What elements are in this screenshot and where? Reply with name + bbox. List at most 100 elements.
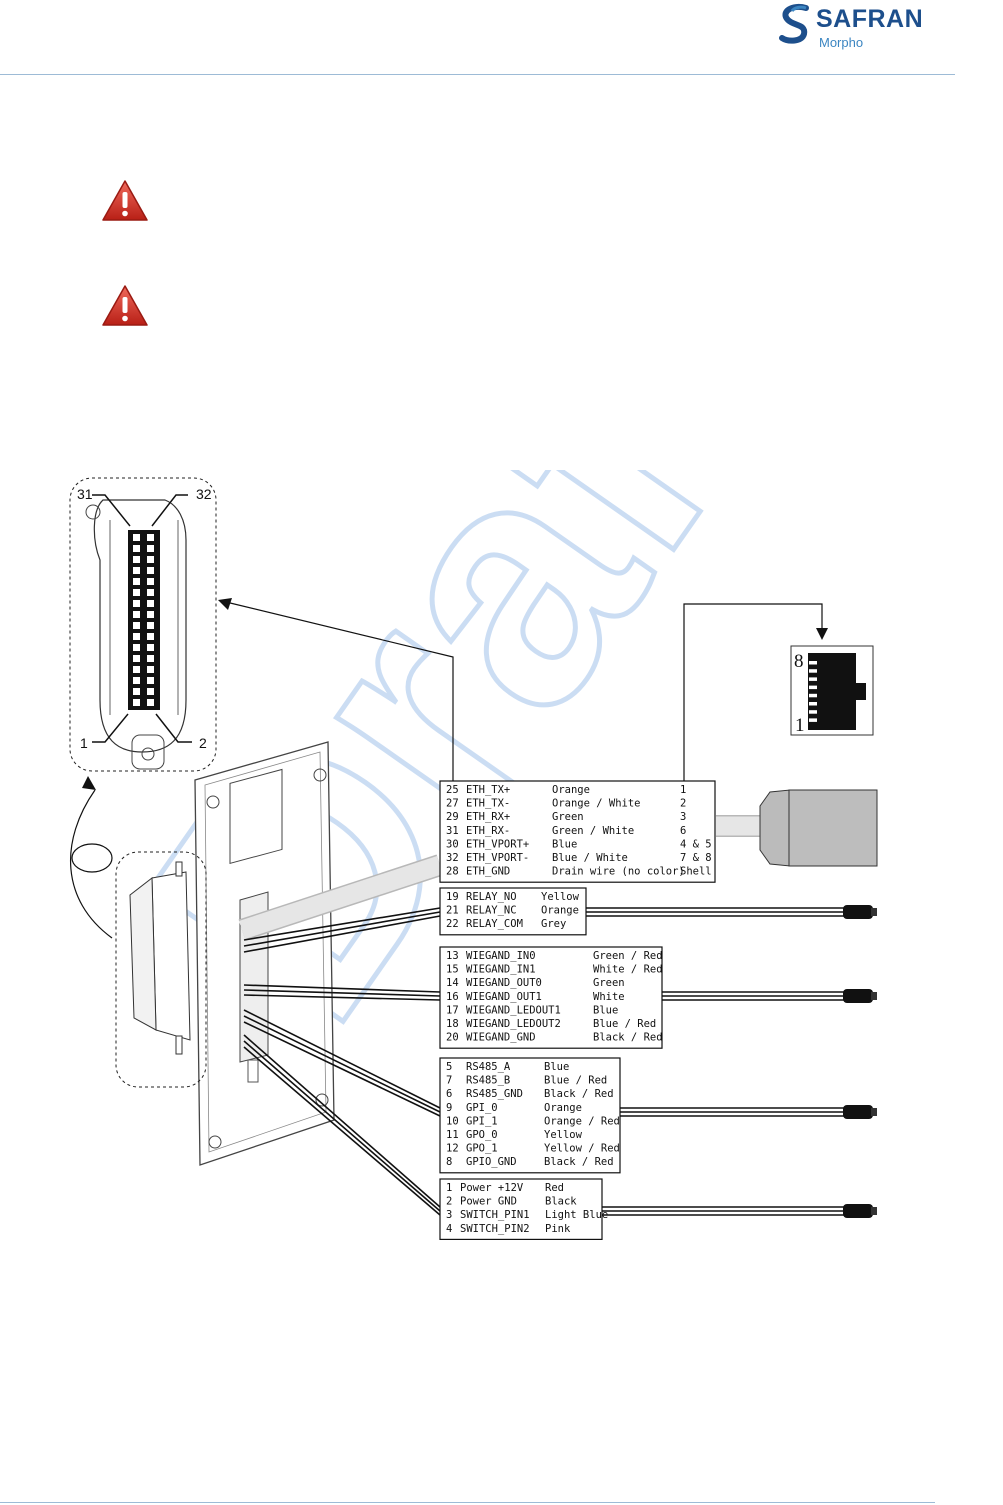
pin-table-cell: Power +12V bbox=[460, 1182, 524, 1194]
connector-pin-grid bbox=[133, 534, 154, 706]
pin-table-cell: 20 bbox=[446, 1032, 459, 1044]
pin-table-cell: Black / Red bbox=[593, 1032, 663, 1044]
connector-pin bbox=[147, 567, 154, 574]
pin-table-cell: Orange / White bbox=[552, 798, 641, 810]
pin-table-cell: 31 bbox=[446, 825, 459, 837]
pin-table-cell: GPI_0 bbox=[466, 1102, 498, 1114]
pin-table-cell: Blue bbox=[593, 1004, 618, 1016]
pin-table-cell: 15 bbox=[446, 964, 459, 976]
pin-label-2: 2 bbox=[199, 735, 207, 751]
pin-table-cell: 12 bbox=[446, 1143, 459, 1155]
connector-pin bbox=[133, 688, 140, 695]
pin-table-cell: RS485_A bbox=[466, 1061, 511, 1073]
pin-table-cell: Yellow / Red bbox=[544, 1143, 620, 1155]
connector-pin bbox=[133, 534, 140, 541]
pin-table-cell: 28 bbox=[446, 866, 459, 878]
pin-table-cell: Orange bbox=[544, 1102, 582, 1114]
pin-table-cell: Blue / Red bbox=[593, 1018, 656, 1030]
pin-table-cell: 19 bbox=[446, 891, 459, 903]
connector-pin bbox=[133, 545, 140, 552]
pin-table-cell: 10 bbox=[446, 1115, 459, 1127]
wiring-diagram: Draft 31 32 1 2 bbox=[69, 470, 878, 1241]
pin-table-cell: SWITCH_PIN1 bbox=[460, 1209, 530, 1221]
connector-pin bbox=[147, 644, 154, 651]
pin-table-cell: 32 bbox=[446, 852, 459, 864]
connector-pin bbox=[147, 666, 154, 673]
pin-table-cell: 4 bbox=[446, 1223, 452, 1235]
pin-table-cell: 3 bbox=[446, 1209, 452, 1221]
pin-table-cell: 21 bbox=[446, 905, 459, 917]
pin-table-cell: Yellow bbox=[544, 1129, 583, 1141]
rj45-contact bbox=[809, 702, 817, 706]
connector-pin bbox=[147, 600, 154, 607]
pin-table-cell: 9 bbox=[446, 1102, 452, 1114]
pin-table-cell: 1 bbox=[446, 1182, 452, 1194]
pin-table-cell: Blue / Red bbox=[544, 1075, 607, 1087]
pin-table-cell: White / Red bbox=[593, 964, 663, 976]
pin-table-cell: ETH_VPORT+ bbox=[466, 838, 529, 850]
rj45-contact bbox=[809, 693, 817, 698]
pin-table-cell: 18 bbox=[446, 1018, 459, 1030]
safran-swoosh-icon bbox=[779, 4, 809, 44]
connector-pin bbox=[133, 600, 140, 607]
pin-table-cell: GPIO_GND bbox=[466, 1156, 517, 1168]
connector-pin bbox=[133, 633, 140, 640]
rj45-contact bbox=[809, 685, 817, 690]
cable-plugs bbox=[843, 905, 877, 1218]
pin-table-cell: RELAY_NC bbox=[466, 905, 517, 917]
connector-pin bbox=[147, 556, 154, 563]
pin-table-cell: 14 bbox=[446, 977, 459, 989]
pin-table-cell: 7 & 8 bbox=[680, 852, 712, 864]
rj45-contact bbox=[809, 669, 817, 673]
pin-table-cell: Yellow bbox=[541, 891, 580, 903]
pin-table-cell: 5 bbox=[446, 1061, 452, 1073]
cables bbox=[238, 789, 878, 1218]
pin-table-wiegand: 13 WIEGAND_IN0 Green / Red 15 WIEGAND_IN1 Whi… bbox=[439, 946, 663, 1049]
pin-table-cell: Blue / White bbox=[552, 852, 628, 864]
pin-table-cell: 3 bbox=[680, 811, 686, 823]
pin-table-cell: RELAY_NO bbox=[466, 891, 517, 903]
pin-table-cell: Grey bbox=[541, 918, 566, 930]
pin-table-cell: WIEGAND_OUT1 bbox=[466, 991, 542, 1003]
pin-table-cell: 2 bbox=[446, 1196, 452, 1208]
rj45-contact bbox=[809, 677, 817, 681]
pin-table-cell: ETH_VPORT- bbox=[466, 852, 529, 864]
connector-pin bbox=[133, 578, 140, 585]
pin-table-cell: WIEGAND_GND bbox=[466, 1032, 536, 1044]
pin-table-cell: ETH_TX- bbox=[466, 798, 510, 810]
pin-table-cell: Green bbox=[593, 977, 625, 989]
pin-table-cell: WIEGAND_IN0 bbox=[466, 950, 536, 962]
connector-pin bbox=[133, 655, 140, 662]
pin-table-cell: 7 bbox=[446, 1075, 452, 1087]
header-rule bbox=[0, 74, 955, 75]
connector-pin bbox=[147, 655, 154, 662]
connector-zoom: 31 32 1 2 bbox=[69, 477, 217, 772]
rj45-pin-8: 8 bbox=[794, 651, 804, 672]
connector-pin bbox=[147, 589, 154, 596]
pin-table-cell: Black / Red bbox=[544, 1156, 614, 1168]
pin-table-cell: 13 bbox=[446, 950, 459, 962]
pin-table-cell: WIEGAND_LEDOUT1 bbox=[466, 1004, 561, 1016]
connector-pin bbox=[133, 589, 140, 596]
connector-pin bbox=[147, 688, 154, 695]
rj45-pin-1: 1 bbox=[795, 715, 805, 736]
pin-table-cell: RELAY_COM bbox=[466, 918, 523, 930]
pin-table-cell: Green / Red bbox=[593, 950, 663, 962]
pin-table-cell: Orange / Red bbox=[544, 1115, 620, 1127]
leader-lines bbox=[225, 601, 823, 782]
connector-pin bbox=[133, 644, 140, 651]
connector-pin bbox=[133, 677, 140, 684]
rj45-contact bbox=[809, 661, 817, 665]
pin-table-cell: 30 bbox=[446, 838, 459, 850]
connector-pin bbox=[147, 677, 154, 684]
pin-label-32: 32 bbox=[196, 486, 212, 502]
connector-pin bbox=[133, 556, 140, 563]
pin-table-cell: GPI_1 bbox=[466, 1115, 498, 1127]
pin-table-cell: 2 bbox=[680, 798, 686, 810]
connector-pin bbox=[147, 534, 154, 541]
pin-table-cell: WIEGAND_IN1 bbox=[466, 964, 536, 976]
